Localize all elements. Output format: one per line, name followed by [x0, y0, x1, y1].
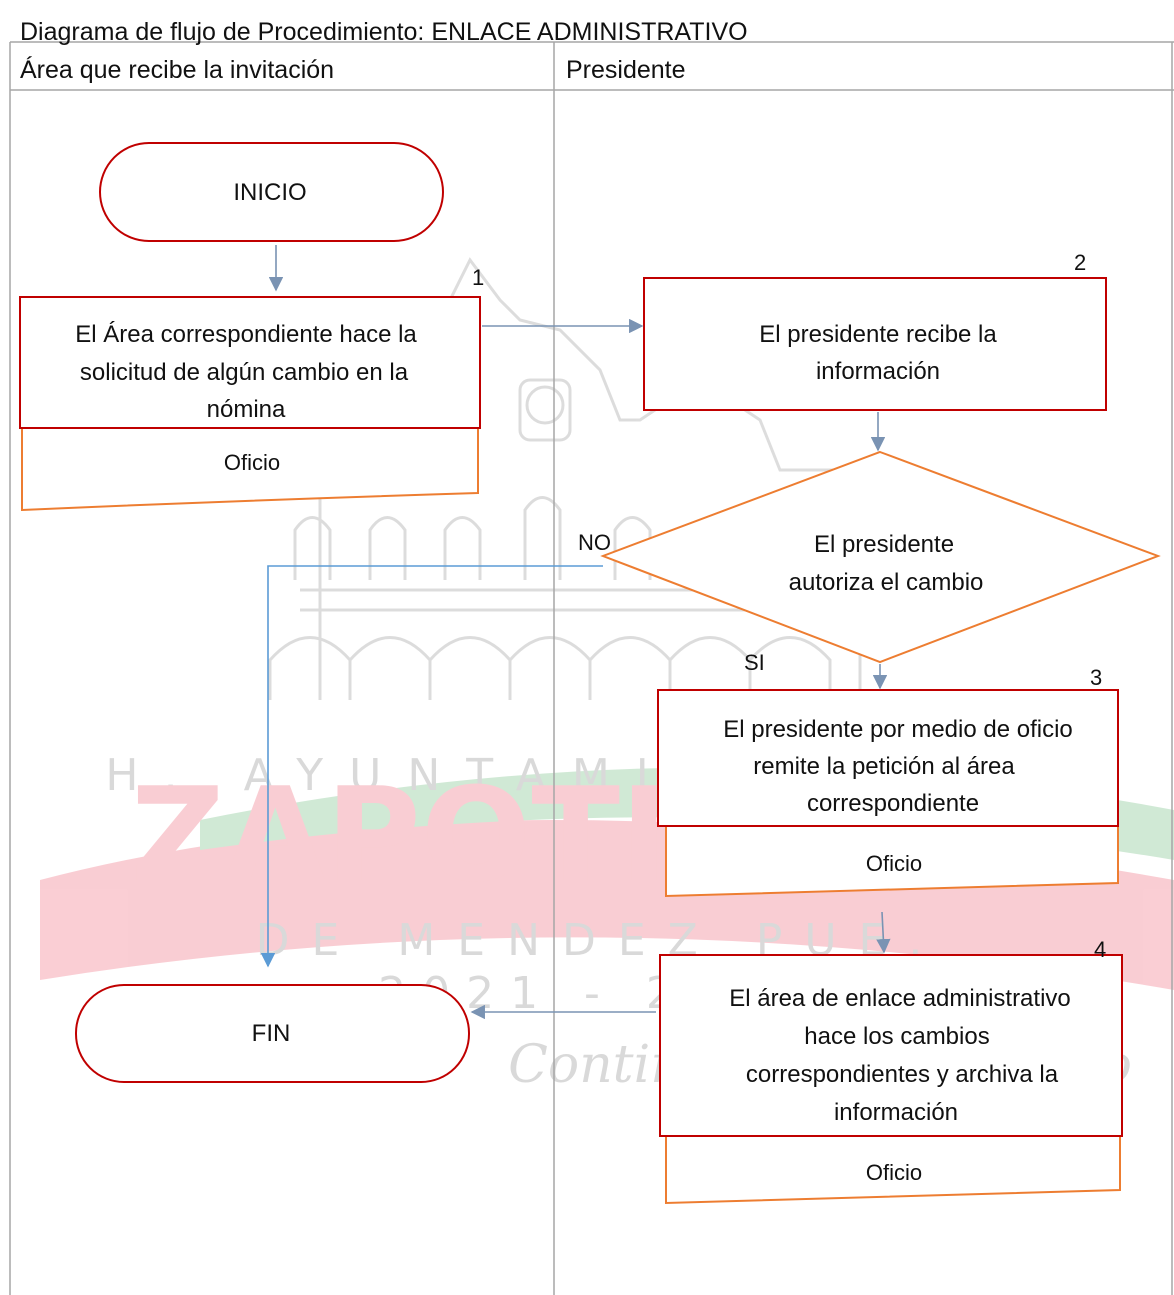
arrow-step3-to-step4	[876, 911, 891, 954]
step-3-number: 3	[1090, 665, 1102, 690]
step-3-document	[665, 825, 1119, 898]
step-4-doc-label: Oficio	[866, 1160, 922, 1185]
step-2-line2: información	[816, 358, 940, 385]
building-watermark-image	[268, 257, 880, 700]
step-1-process-box	[19, 296, 481, 429]
diagram-title: Diagrama de flujo de Procedimiento: ENLA…	[20, 18, 748, 46]
step-1-line1: El Área correspondiente hace la	[75, 321, 417, 348]
step-2-number: 2	[1074, 250, 1086, 275]
swimlane-grid	[9, 41, 1174, 1295]
decision-line1: El presidente	[814, 531, 954, 558]
lane-header-area: Área que recibe la invitación	[20, 55, 334, 84]
connectors	[260, 245, 891, 1020]
step-3-line1: El presidente por medio de oficio	[723, 716, 1073, 743]
step-2-process-box	[643, 277, 1107, 411]
step-3-doc-label: Oficio	[866, 851, 922, 876]
step-4-process-box	[659, 954, 1123, 1137]
step-4-line2: hace los cambios	[804, 1023, 989, 1050]
step-3-line2: remite la petición al área	[753, 753, 1015, 780]
decision-line2: autoriza el cambio	[789, 569, 984, 596]
step-3-line3: correspondiente	[807, 790, 979, 817]
step-4: Oficio El área de enlace administrativo …	[659, 937, 1123, 1205]
decision: El presidente autoriza el cambio NO SI	[578, 450, 1161, 675]
step-4-line3: correspondientes y archiva la	[746, 1061, 1059, 1088]
end-terminator: FIN	[75, 984, 470, 1083]
step-2-line1: El presidente recibe la	[759, 321, 997, 348]
step-1-number: 1	[472, 265, 484, 290]
step-1-document	[21, 427, 479, 512]
step-1-line3: nómina	[207, 396, 286, 423]
step-1-doc-label: Oficio	[224, 450, 280, 475]
step-4-number: 4	[1094, 937, 1106, 962]
step-4-line1: El área de enlace administrativo	[729, 985, 1071, 1012]
end-label: FIN	[252, 1020, 291, 1047]
step-4-document	[665, 1135, 1121, 1205]
step-1: Oficio El Área correspondiente hace la s…	[19, 265, 484, 512]
step-2: El presidente recibe la información 2	[643, 250, 1107, 411]
step-4-line4: información	[834, 1099, 958, 1126]
start-terminator: INICIO	[99, 142, 444, 242]
step-1-line2: solicitud de algún cambio en la	[80, 359, 409, 386]
decision-diamond	[600, 450, 1161, 664]
step-3: Oficio El presidente por medio de oficio…	[657, 665, 1119, 898]
step-3-process-box	[657, 689, 1119, 827]
lane-header-president: Presidente	[566, 56, 686, 84]
decision-yes-label: SI	[744, 650, 765, 675]
arrow-decision-no	[260, 565, 603, 968]
decision-no-label: NO	[578, 530, 611, 555]
start-label: INICIO	[233, 179, 306, 206]
